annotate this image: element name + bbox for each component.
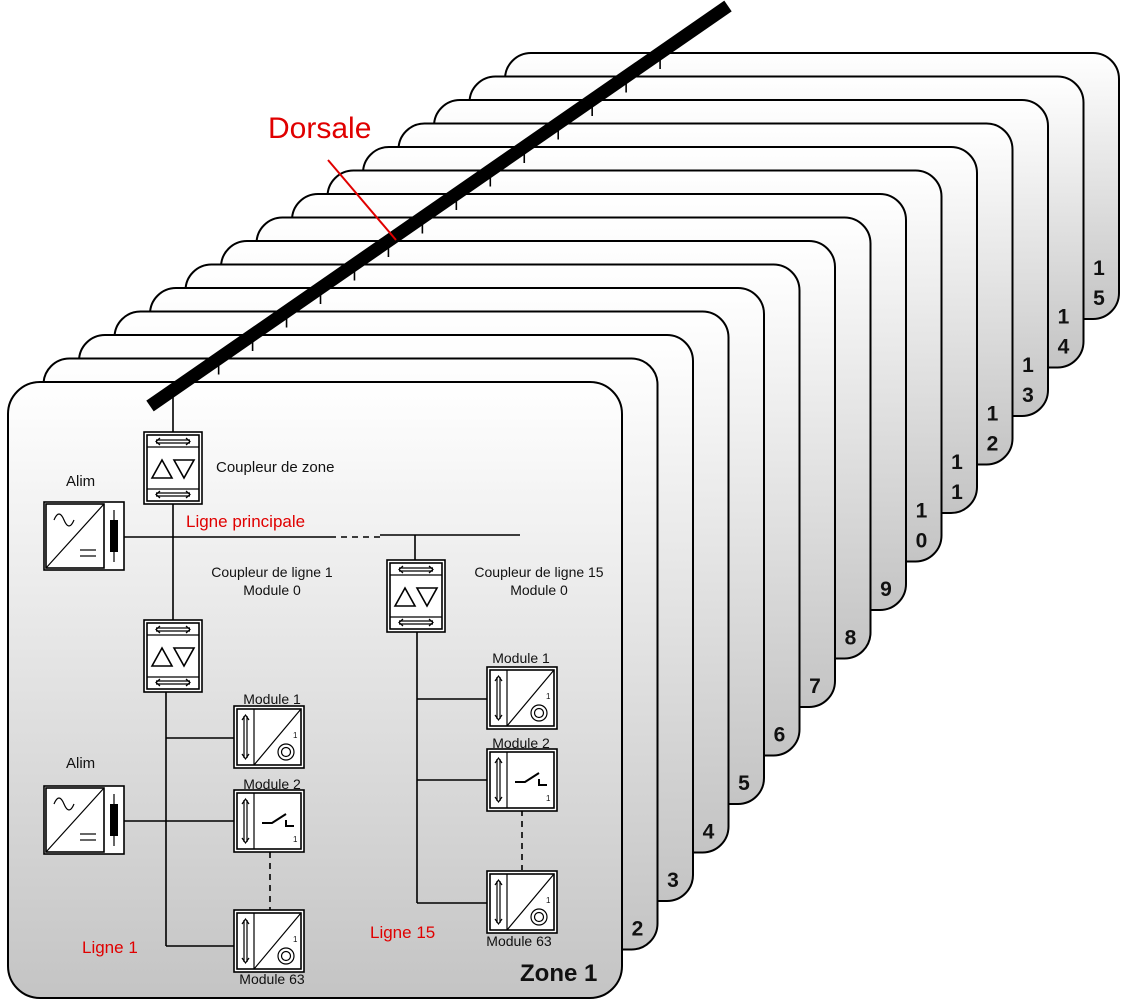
zone-number-2: 2 (632, 918, 644, 941)
label-line15-module1: Module 1 (492, 650, 550, 666)
label-line1-module2: Module 2 (243, 776, 301, 792)
zone-coupler-icon (143, 431, 203, 505)
label-line-15: Ligne 15 (370, 923, 435, 942)
wiring (124, 392, 523, 947)
label-alim-top: Alim (66, 473, 95, 490)
label-line15-module63: Module 63 (486, 933, 552, 949)
line1-module63-icon (233, 909, 305, 973)
label-line-coupler-15-module: Module 0 (510, 582, 568, 598)
line15-module1-icon (486, 666, 558, 730)
line1-module2-icon (233, 789, 305, 853)
zone-number-4: 4 (703, 821, 715, 844)
backbone-line (146, 0, 732, 412)
zone-number-7: 7 (809, 675, 821, 698)
label-main-line: Ligne principale (186, 512, 305, 531)
line-coupler-1-icon (143, 619, 203, 693)
zone-number-9: 9 (880, 578, 892, 601)
zone-number-5: 5 (738, 772, 750, 795)
label-line-coupler-1-module: Module 0 (243, 582, 301, 598)
line15-module2-icon (486, 748, 558, 812)
power-supply-bottom-icon (43, 785, 125, 855)
line1-module1-icon (233, 705, 305, 769)
label-line1-module63: Module 63 (239, 971, 305, 987)
label-line-coupler-15-name: Coupleur de ligne 15 (474, 564, 603, 580)
zone-1-card (7, 381, 623, 999)
power-supply-top-icon (43, 501, 125, 571)
label-line-coupler-1-name: Coupleur de ligne 1 (211, 564, 333, 580)
zone-number-3: 3 (667, 869, 679, 892)
label-zone-coupler: Coupleur de zone (216, 459, 334, 476)
backbone-pointer (327, 159, 397, 241)
label-alim-bottom: Alim (66, 755, 95, 772)
line-coupler-15-icon (386, 559, 446, 633)
zone-number-8: 8 (845, 627, 857, 650)
line15-module63-icon (486, 870, 558, 934)
zone-number-6: 6 (774, 724, 786, 747)
label-line15-module2: Module 2 (492, 735, 550, 751)
label-zone-1: Zone 1 (520, 960, 597, 987)
label-line1-module1: Module 1 (243, 691, 301, 707)
label-line-1: Ligne 1 (82, 938, 138, 957)
backbone-label: Dorsale (268, 112, 371, 145)
